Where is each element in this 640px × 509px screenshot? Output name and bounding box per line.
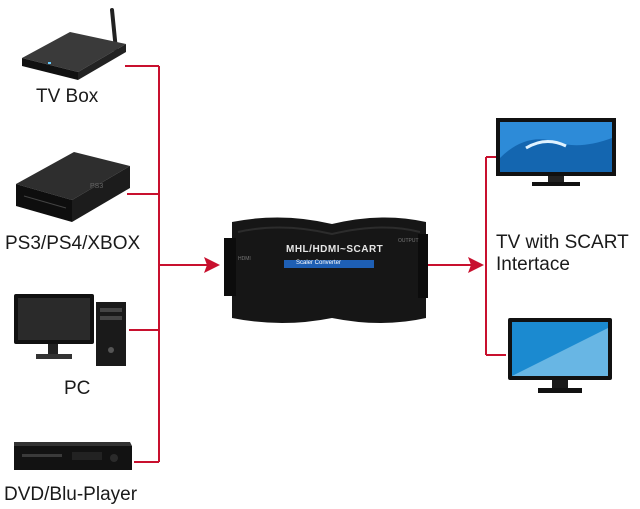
converter-subtitle: Scaler Converter	[296, 260, 342, 266]
dvd-player-icon	[14, 442, 132, 470]
source-label-pc: PC	[64, 378, 91, 399]
source-label-console: PS3/PS4/XBOX	[5, 233, 141, 254]
arrow-to-tv-icon	[468, 257, 484, 273]
output-label-line1: TV with SCART	[496, 232, 629, 253]
tv-box-icon	[22, 8, 126, 80]
game-console-icon: PS3	[16, 152, 130, 222]
tv-wave-icon	[496, 118, 616, 186]
tv-monitor-icon	[508, 318, 612, 393]
source-label-tv-box: TV Box	[36, 86, 99, 107]
output-label-line2: Intertace	[496, 254, 570, 275]
source-label-dvd: DVD/Blu-Player	[4, 484, 138, 505]
converter-left-port: HDMI	[238, 256, 251, 262]
svg-text:PS3: PS3	[90, 183, 103, 190]
scart-converter-icon	[224, 217, 428, 323]
desktop-pc-icon	[14, 294, 126, 366]
converter-right-port: OUTPUT	[398, 238, 419, 244]
arrow-to-converter-icon	[204, 257, 220, 273]
converter-title: MHL/HDMI~SCART	[286, 244, 384, 255]
